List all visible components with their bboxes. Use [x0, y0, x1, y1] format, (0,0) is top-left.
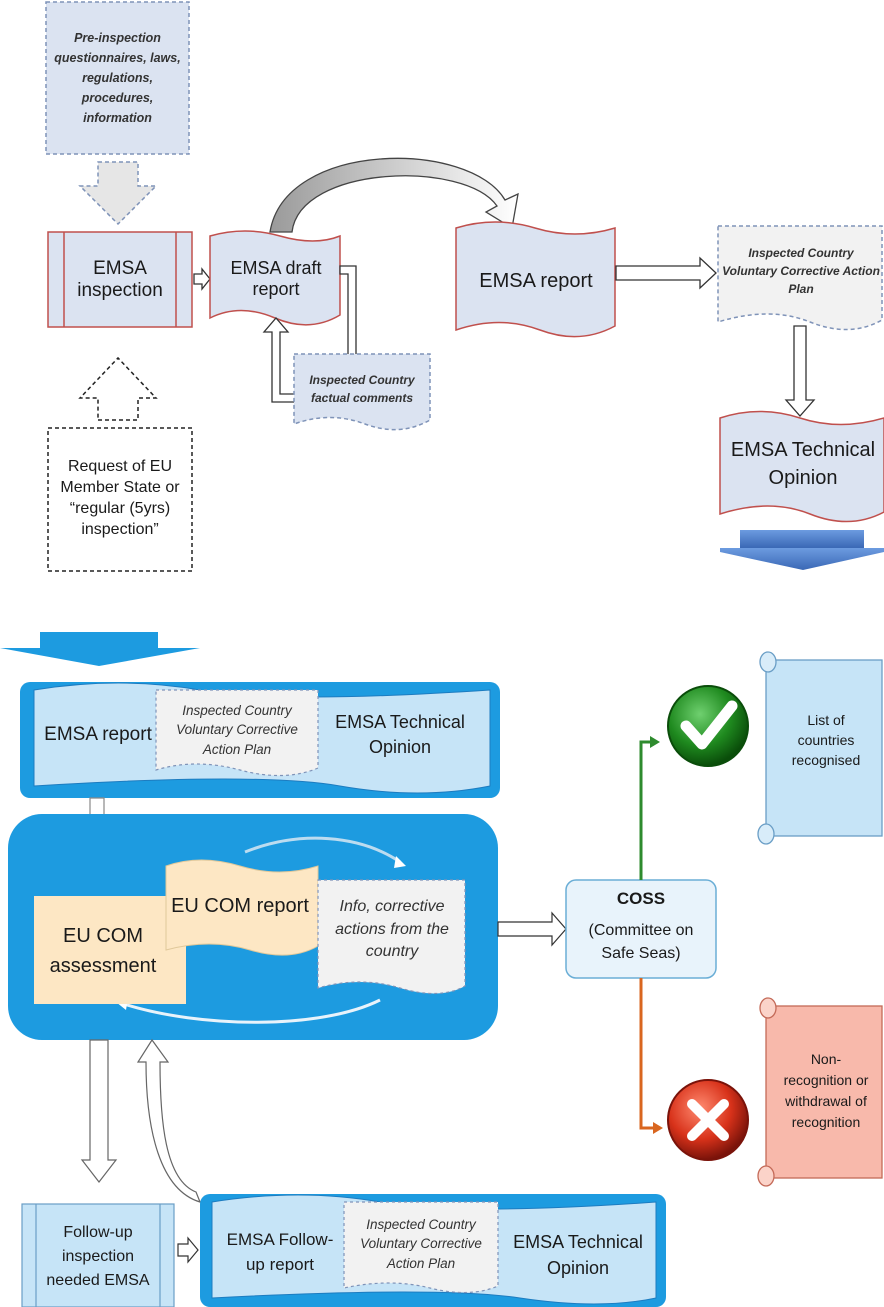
technical-opinion-shape [719, 410, 884, 523]
arrow-panel-to-followup [80, 1039, 118, 1183]
coss-full-label: (Committee on Safe Seas) [588, 921, 694, 962]
pre-inspection-box [45, 1, 190, 155]
emsa-report-shape [455, 221, 616, 338]
recognised-scroll [757, 651, 883, 845]
band1-plan-label: Inspected Country Voluntary Corrective A… [176, 702, 298, 757]
eu-com-report-label: EU COM report [171, 895, 309, 917]
check-icon [667, 685, 749, 767]
non-recognition-label: Non-recognition or withdrawal of recogni… [783, 1051, 869, 1130]
panel-cycle-bottom [123, 998, 381, 1024]
arrow-plan-to-opinion [784, 325, 816, 417]
voluntary-plan-label: Inspected Country Voluntary Corrective A… [722, 246, 880, 296]
arrow-band2-to-panel [136, 1038, 202, 1203]
follow-up-needed-box [21, 1203, 175, 1307]
eu-com-assessment-box [34, 896, 186, 1004]
band1-plan-box [155, 689, 319, 777]
non-recognition-scroll [757, 997, 883, 1187]
emsa-report-label: EMSA report [479, 269, 593, 292]
panel-cycle-top [244, 836, 401, 864]
eu-com-assessment-label: EU COM assessment [49, 925, 157, 977]
cross-icon [667, 1079, 749, 1161]
curved-arrow-draft-to-report [269, 157, 519, 233]
request-label: Request of EU Member State or “regular (… [60, 458, 180, 538]
band1-technical-opinion-label: EMSA Technical Opinion [335, 711, 465, 757]
follow-up-needed-label: Follow-up inspection needed EMSA [46, 1223, 150, 1289]
info-corrective-label: Info, corrective actions from the countr… [335, 898, 449, 961]
emsa-inspection-label: EMSA inspection [77, 258, 163, 301]
band2-plan-box [343, 1201, 499, 1294]
band2-plan-label: Inspected Country Voluntary Corrective A… [360, 1216, 482, 1271]
recognised-label: List of countries recognised [791, 711, 861, 769]
request-box [47, 427, 193, 572]
pre-inspection-arrow [78, 161, 158, 226]
technical-opinion-label: EMSA Technical Opinion [730, 439, 876, 489]
voluntary-plan-shape [717, 225, 883, 331]
band2-follow-up-report-label: EMSA Follow-up report [226, 1230, 334, 1274]
pre-inspection-label: Pre-inspection questionnaires, laws, reg… [54, 31, 181, 125]
blue-arrow-continue [720, 548, 884, 570]
arrow-comments-to-draft [262, 317, 297, 403]
factual-comments-label: Inspected Country factual comments [309, 373, 415, 405]
blue-arrow-start [0, 632, 200, 666]
factual-comments-shape [293, 353, 431, 431]
band2-technical-opinion-label: EMSA Technical Opinion [513, 1231, 643, 1278]
arrow-report-to-plan [615, 256, 717, 290]
arrow-inspection-to-draft [193, 267, 211, 291]
band1-emsa-report-label: EMSA report [44, 724, 152, 746]
emsa-draft-report-shape [209, 230, 341, 326]
green-connector [639, 740, 652, 880]
orange-connector [639, 978, 655, 1130]
emsa-draft-report-label: EMSA draft report [230, 258, 322, 299]
coss-title: COSS [616, 889, 666, 909]
arrow-panel-to-coss [497, 911, 567, 947]
arrow-followup-to-band2 [177, 1236, 199, 1264]
request-arrow [78, 356, 158, 421]
info-corrective-shape [317, 879, 466, 995]
emsa-inspection-box [47, 231, 193, 328]
